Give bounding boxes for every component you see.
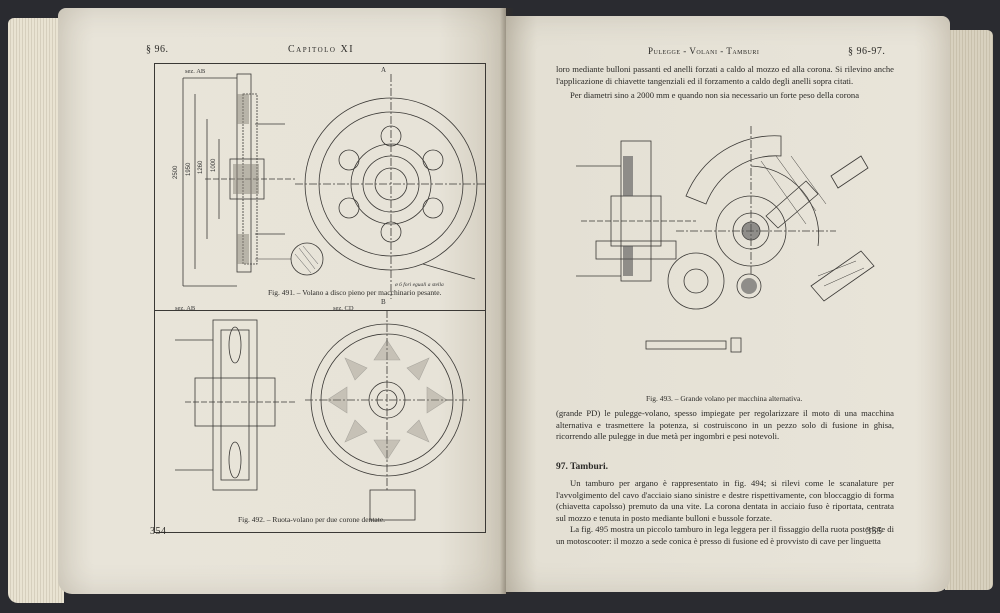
section-marker-left: § 96. xyxy=(146,44,169,55)
paragraph-4: Un tamburo per argano è rappresentato in… xyxy=(556,478,894,523)
paragraph-1: loro mediante bulloni passanti ed anelli… xyxy=(556,64,894,86)
figure-493-drawing xyxy=(576,126,875,353)
caption-fig-493: Fig. 493. – Grande volano per macchina a… xyxy=(646,394,803,403)
label-b: B xyxy=(381,298,386,306)
figure-491: A B sez. AB ø 6 fori eguali a stella 250… xyxy=(154,63,486,311)
left-page: § 96. Capitolo XI xyxy=(58,8,506,594)
figure-491-drawing: A B sez. AB ø 6 fori eguali a stella 250… xyxy=(173,66,485,306)
label-scale-492: sez. CD xyxy=(333,305,354,312)
dim-4: 1000 xyxy=(211,158,217,172)
caption-fig-491: Fig. 491. – Volano a disco pieno per mac… xyxy=(268,288,442,297)
section-marker-right: § 96-97. xyxy=(848,46,886,57)
caption-fig-492: Fig. 492. – Ruota-volano per due corone … xyxy=(238,515,386,524)
chapter-title: Capitolo XI xyxy=(288,44,355,55)
paragraph-2: Per diametri sino a 2000 mm e quando non… xyxy=(570,90,860,100)
paragraph-3: (grande PD) le pulegge-volano, spesso im… xyxy=(556,408,894,441)
figure-492-drawing: sez. AB sez. CD xyxy=(175,305,470,521)
paragraph-5: La fig. 495 mostra un piccolo tamburo in… xyxy=(556,524,894,546)
label-sez-492: sez. AB xyxy=(175,305,196,312)
section-title-97: 97. Tamburi. xyxy=(556,462,609,472)
page-edges-right xyxy=(945,30,993,590)
dim-2: 1950 xyxy=(186,162,192,176)
note-491: ø 6 fori eguali a stella xyxy=(394,281,444,288)
right-page: Pulegge - Volani - Tamburi § 96-97. loro… xyxy=(506,16,950,592)
dim-3: 1260 xyxy=(198,160,204,174)
page-number-right: 355 xyxy=(866,526,883,537)
label-a: A xyxy=(381,66,386,74)
dim-1: 2500 xyxy=(173,165,179,179)
figure-492: sez. AB sez. CD xyxy=(154,300,486,533)
page-number-left: 354 xyxy=(150,526,167,537)
label-sez-491: sez. AB xyxy=(185,68,206,75)
page-edges-left xyxy=(8,18,64,603)
running-head: Pulegge - Volani - Tamburi xyxy=(648,46,760,56)
figure-493 xyxy=(556,116,896,386)
